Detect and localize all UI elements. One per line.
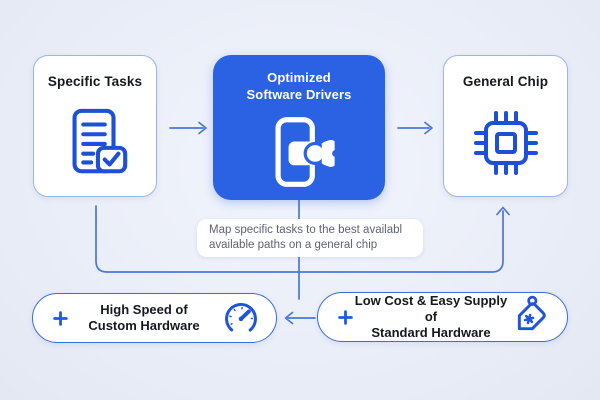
caption-line-2: available paths on a general chip (209, 239, 378, 252)
phone-video-icon (257, 104, 341, 200)
specific-tasks-box: Specific Tasks (33, 55, 157, 197)
plus-icon (53, 310, 68, 326)
arrowhead-left-icon (284, 311, 294, 325)
arrowhead-right-icon (198, 121, 207, 135)
low-cost-standard-hardware-box: Low Cost & Easy Supply of Standard Hardw… (317, 292, 568, 342)
high-speed-custom-hardware-box: High Speed of Custom Hardware (32, 293, 277, 343)
price-tag-icon (517, 295, 546, 331)
low-cost-label: Low Cost & Easy Supply of Standard Hardw… (354, 292, 508, 341)
general-chip-box: General Chip (443, 55, 568, 197)
caption-bubble: Map specific tasks to the best availabl … (197, 219, 423, 258)
specific-tasks-title: Specific Tasks (47, 74, 143, 89)
document-check-icon (58, 89, 132, 196)
caption-line-1: Map specific tasks to the best availabl (209, 224, 403, 236)
chip-icon (470, 89, 542, 196)
general-chip-title: General Chip (462, 74, 549, 89)
arrowhead-up-icon (496, 206, 510, 216)
arrowhead-right-icon (424, 121, 433, 135)
optimized-software-drivers-title: Optimized Software Drivers (246, 70, 352, 102)
speedometer-icon (225, 302, 257, 335)
high-speed-label: High Speed of Custom Hardware (88, 301, 200, 333)
optimized-software-drivers-box: Optimized Software Drivers (213, 55, 385, 200)
plus-icon (338, 309, 353, 325)
